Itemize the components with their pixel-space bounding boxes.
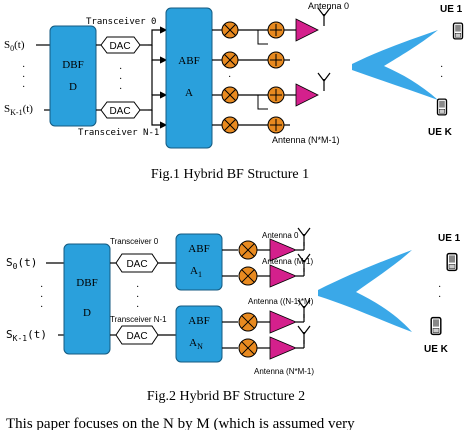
fig2-input-sk1: SK-1(t): [6, 328, 47, 343]
fig1-fan-top: [148, 26, 168, 46]
fig1-dots-inputs-2: ·: [22, 72, 25, 83]
figure-2: S0(t) SK-1(t) · · · DBF D DAC DAC · · · …: [6, 227, 461, 376]
fig1-ue1-phone-icon: [452, 22, 464, 40]
fig2-antenna-icon-2: [297, 299, 311, 318]
fig2-amplifier-3: [269, 336, 298, 360]
fig2-mixer-2: [238, 312, 258, 332]
fig1-antenna-top-label: Antenna 0: [308, 1, 349, 11]
fig2-dots-dac: ·: [136, 282, 139, 293]
fig1-dots-mixers: ·: [228, 72, 231, 83]
fig2-abf-bottom-label: ABF: [188, 315, 209, 327]
fig1-amplifier-a: [295, 18, 319, 42]
fig2-antenna-label-0: Antenna 0: [262, 231, 299, 240]
fig2-antenna-label-3: Antenna (N*M-1): [254, 367, 314, 376]
figure-1: S0(t) SK-1(t) · · · DBF D DAC DAC · · · …: [4, 1, 464, 149]
fig1-uek-phone-icon: [436, 98, 448, 116]
fig2-mixer-1: [238, 266, 258, 286]
fig2-antenna-label-1: Antenna (M-1): [262, 257, 313, 266]
fig2-dots-ue: ·: [438, 282, 441, 293]
fig1-dbf-sub: D: [69, 81, 77, 93]
fig1-cross-wire: [250, 29, 268, 45]
fig2-abf-top-label: ABF: [188, 243, 209, 255]
fig2-antenna-icon-3: [297, 325, 311, 344]
fig2-uek-phone-icon: [430, 316, 442, 336]
fig2-dots-inputs-3: ·: [40, 302, 43, 313]
fig1-abf-sub: A: [185, 87, 193, 99]
fig1-beam: [352, 30, 438, 100]
fig2-dac-bottom-label: DAC: [126, 331, 147, 342]
fig2-uek-label: UE K: [424, 344, 449, 355]
fig1-dots-inputs-3: ·: [22, 82, 25, 93]
fig1-dbf-block: [49, 25, 97, 127]
fig2-dots-dac-2: ·: [136, 292, 139, 303]
fig2-mixer-0: [238, 240, 258, 260]
fig2-antenna-icon-1: [297, 253, 311, 272]
fig1-dac-top-label: DAC: [109, 41, 130, 52]
fig1-uek-label: UE K: [428, 127, 453, 138]
fig2-dbf-sub: D: [83, 307, 91, 319]
fig1-ue1-label: UE 1: [440, 4, 463, 15]
fig1-antenna-bottom-label: Antenna (N*M-1): [272, 135, 340, 145]
fig2-dots-dac-3: ·: [136, 302, 139, 313]
fig1-caption: Fig.1 Hybrid BF Structure 1: [151, 167, 309, 182]
fig2-antenna-icon-0: [297, 227, 311, 246]
fig2-abf-top-block: [175, 233, 223, 291]
fig1-combiner-3: [267, 116, 285, 134]
fig2-dac-top-label: DAC: [126, 259, 147, 270]
fig1-transceiver-bottom: Transceiver N-1: [78, 128, 159, 138]
fig1-antenna-icon-b: [317, 72, 331, 91]
fig2-abf-bottom-block: [175, 305, 223, 363]
fig1-abf-label: ABF: [178, 55, 199, 67]
fig1-mixer-2: [221, 86, 239, 104]
fig1-abf-block: [165, 7, 213, 149]
fig2-amplifier-1: [269, 264, 298, 288]
fig2-ue1-label: UE 1: [438, 233, 461, 244]
fig2-antenna-label-2: Antenna ((N-1)*M): [248, 297, 314, 306]
fig2-transceiver-bottom: Transceiver N-1: [110, 315, 167, 324]
fig1-mixer-3: [221, 116, 239, 134]
fig1-amplifier-b: [295, 83, 319, 107]
fig2-mixer-3: [238, 338, 258, 358]
fig2-dbf-block: [63, 243, 111, 355]
fig2-beam: [318, 250, 412, 332]
fig2-amplifier-0: [269, 238, 298, 262]
fig2-dbf-label: DBF: [76, 277, 97, 289]
fig1-dots-inputs: ·: [22, 62, 25, 73]
fig2-input-s0: S0(t): [6, 256, 37, 271]
fig1-fan-bottom: [148, 91, 168, 111]
fig1-dots-ue-2: ·: [440, 72, 443, 83]
fig1-mixer-0: [221, 21, 239, 39]
fig1-transceiver-top: Transceiver 0: [86, 17, 156, 27]
fig1-dots-dac-3: ·: [119, 84, 122, 95]
fig1-input-sk1: SK-1(t): [4, 103, 33, 117]
fig2-transceiver-top: Transceiver 0: [110, 237, 159, 246]
fig1-dac-bottom-label: DAC: [109, 106, 130, 117]
fig2-ue1-phone-icon: [446, 252, 458, 272]
fig2-dots-inputs: ·: [40, 282, 43, 293]
fig2-amplifier-2: [269, 310, 298, 334]
fig1-combiner-1: [267, 51, 285, 69]
fig1-mixer-1: [221, 51, 239, 69]
fig1-dbf-label: DBF: [62, 59, 83, 71]
fig1-combiner-2: [267, 86, 285, 104]
fig2-abf-top-sub: A1: [190, 265, 202, 279]
fig1-dots-dac: ·: [119, 64, 122, 75]
fig1-input-s0: S0(t): [4, 39, 25, 53]
fig2-dots-ue-2: ·: [438, 292, 441, 303]
fig1-cross-wire: [250, 94, 268, 110]
fig1-dots-dac-2: ·: [119, 74, 122, 85]
fig2-caption: Fig.2 Hybrid BF Structure 2: [147, 389, 305, 404]
fig2-dots-inputs-2: ·: [40, 292, 43, 303]
footer-paragraph-text: This paper focuses on the N by M (which …: [6, 416, 355, 430]
fig1-fan-bottom-2: [151, 110, 168, 129]
fig1-antenna-icon-a: [317, 7, 331, 26]
fig1-fan-top-2: [151, 45, 168, 64]
fig1-dots-ue: ·: [440, 62, 443, 73]
fig2-abf-bottom-sub: AN: [189, 337, 203, 351]
fig1-combiner-0: [267, 21, 285, 39]
